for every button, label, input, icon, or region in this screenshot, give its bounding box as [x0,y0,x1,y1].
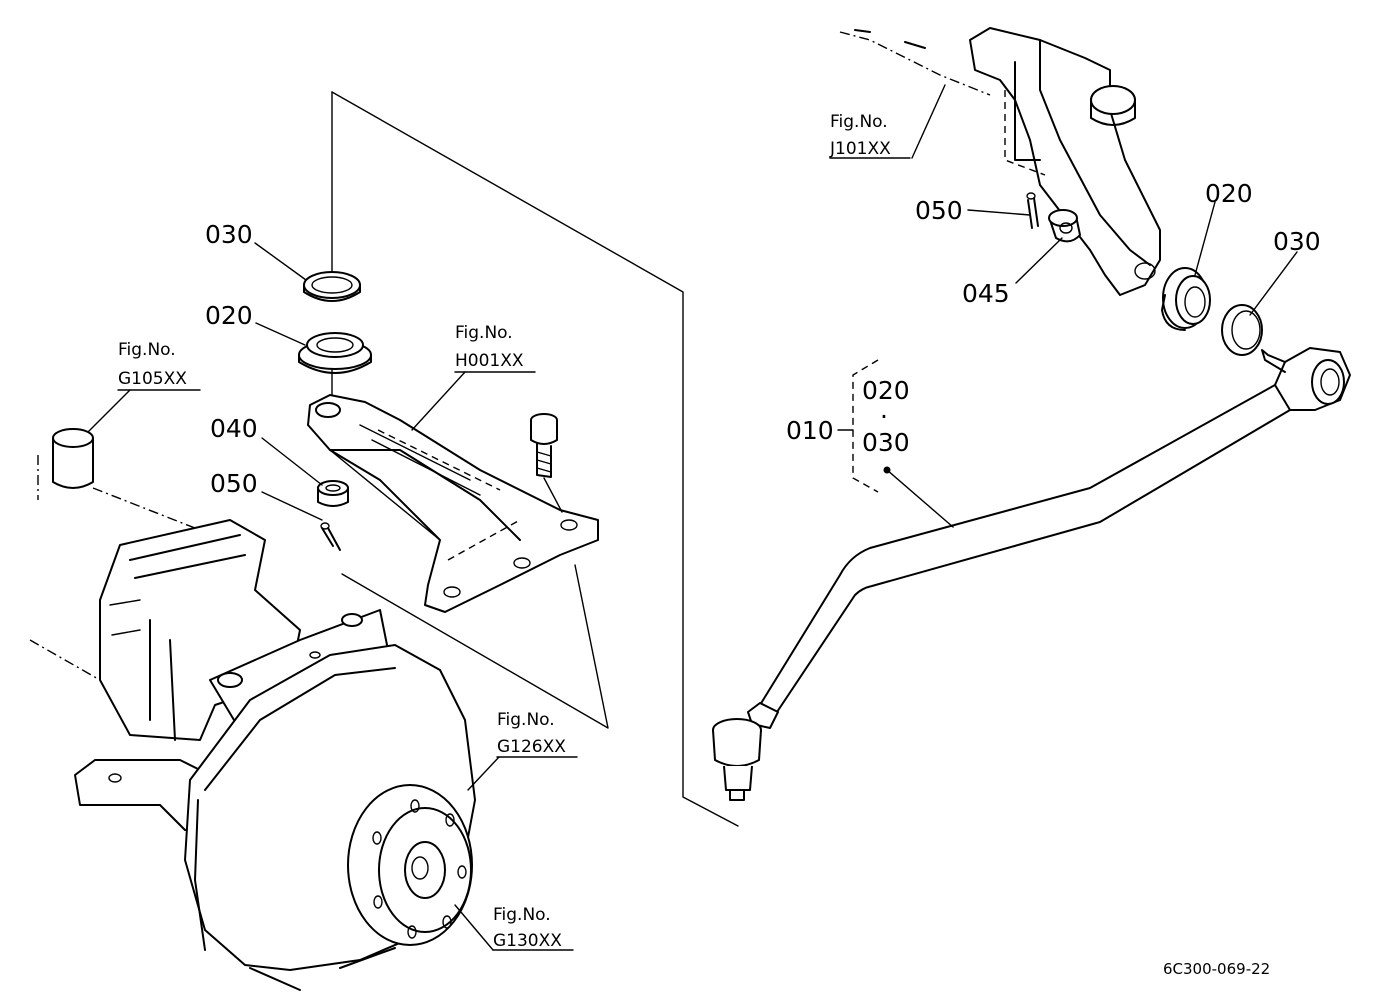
fig-ref-g126-line2: G126XX [497,737,566,757]
nut-045-right [1048,209,1081,243]
fig-ref-g126-line1: Fig.No. [497,710,555,730]
fig-ref-h001-line2: H001XX [455,351,524,371]
hub-bolt-holes [372,799,467,939]
cotter-pin-050-right [1026,192,1039,229]
nut-040-left [317,480,349,507]
cotter-pin-050-left [320,522,341,551]
left-axle-assembly [29,428,476,991]
label-030-left: 030 [205,220,253,249]
drawing-code: 6C300-069-22 [1163,960,1270,978]
label-020-right: 020 [1205,179,1253,208]
figure-references: Fig.No. G105XX Fig.No. H001XX Fig.No. J1… [118,112,891,951]
label-045-right: 045 [962,279,1010,308]
fig-ref-j101-line2: J101XX [829,139,891,159]
tie-rod-assembly [712,347,1351,801]
steering-arm-j101 [839,27,1161,296]
fig-ref-h001-line1: Fig.No. [455,323,513,343]
part-labels: 030 020 040 050 050 045 020 030 010 020 … [205,179,1321,498]
snap-ring-030-right [1221,304,1263,356]
label-010-assembly: 010 [786,416,834,445]
fig-ref-j101-line1: Fig.No. [830,112,888,132]
label-020-bracket: 020 [862,376,910,405]
label-040-left: 040 [210,414,258,443]
label-050-left: 050 [210,469,258,498]
leader-lines [87,84,1298,951]
label-dot-bracket: · [880,402,888,431]
bolt-knuckle-arm [530,413,563,513]
fig-ref-g130-line1: Fig.No. [493,905,551,925]
knuckle-arm-h001 [307,394,599,613]
label-020-left: 020 [205,301,253,330]
fig-ref-g130-line2: G130XX [493,931,562,951]
label-030-bracket: 030 [862,428,910,457]
fig-ref-g105-line2: G105XX [118,369,187,389]
label-030-right: 030 [1273,227,1321,256]
fig-ref-g105-line1: Fig.No. [118,340,176,360]
snap-ring-030-left [303,271,361,302]
label-050-right: 050 [915,196,963,225]
seal-020-right [1161,267,1211,331]
seal-020-left [298,332,372,374]
